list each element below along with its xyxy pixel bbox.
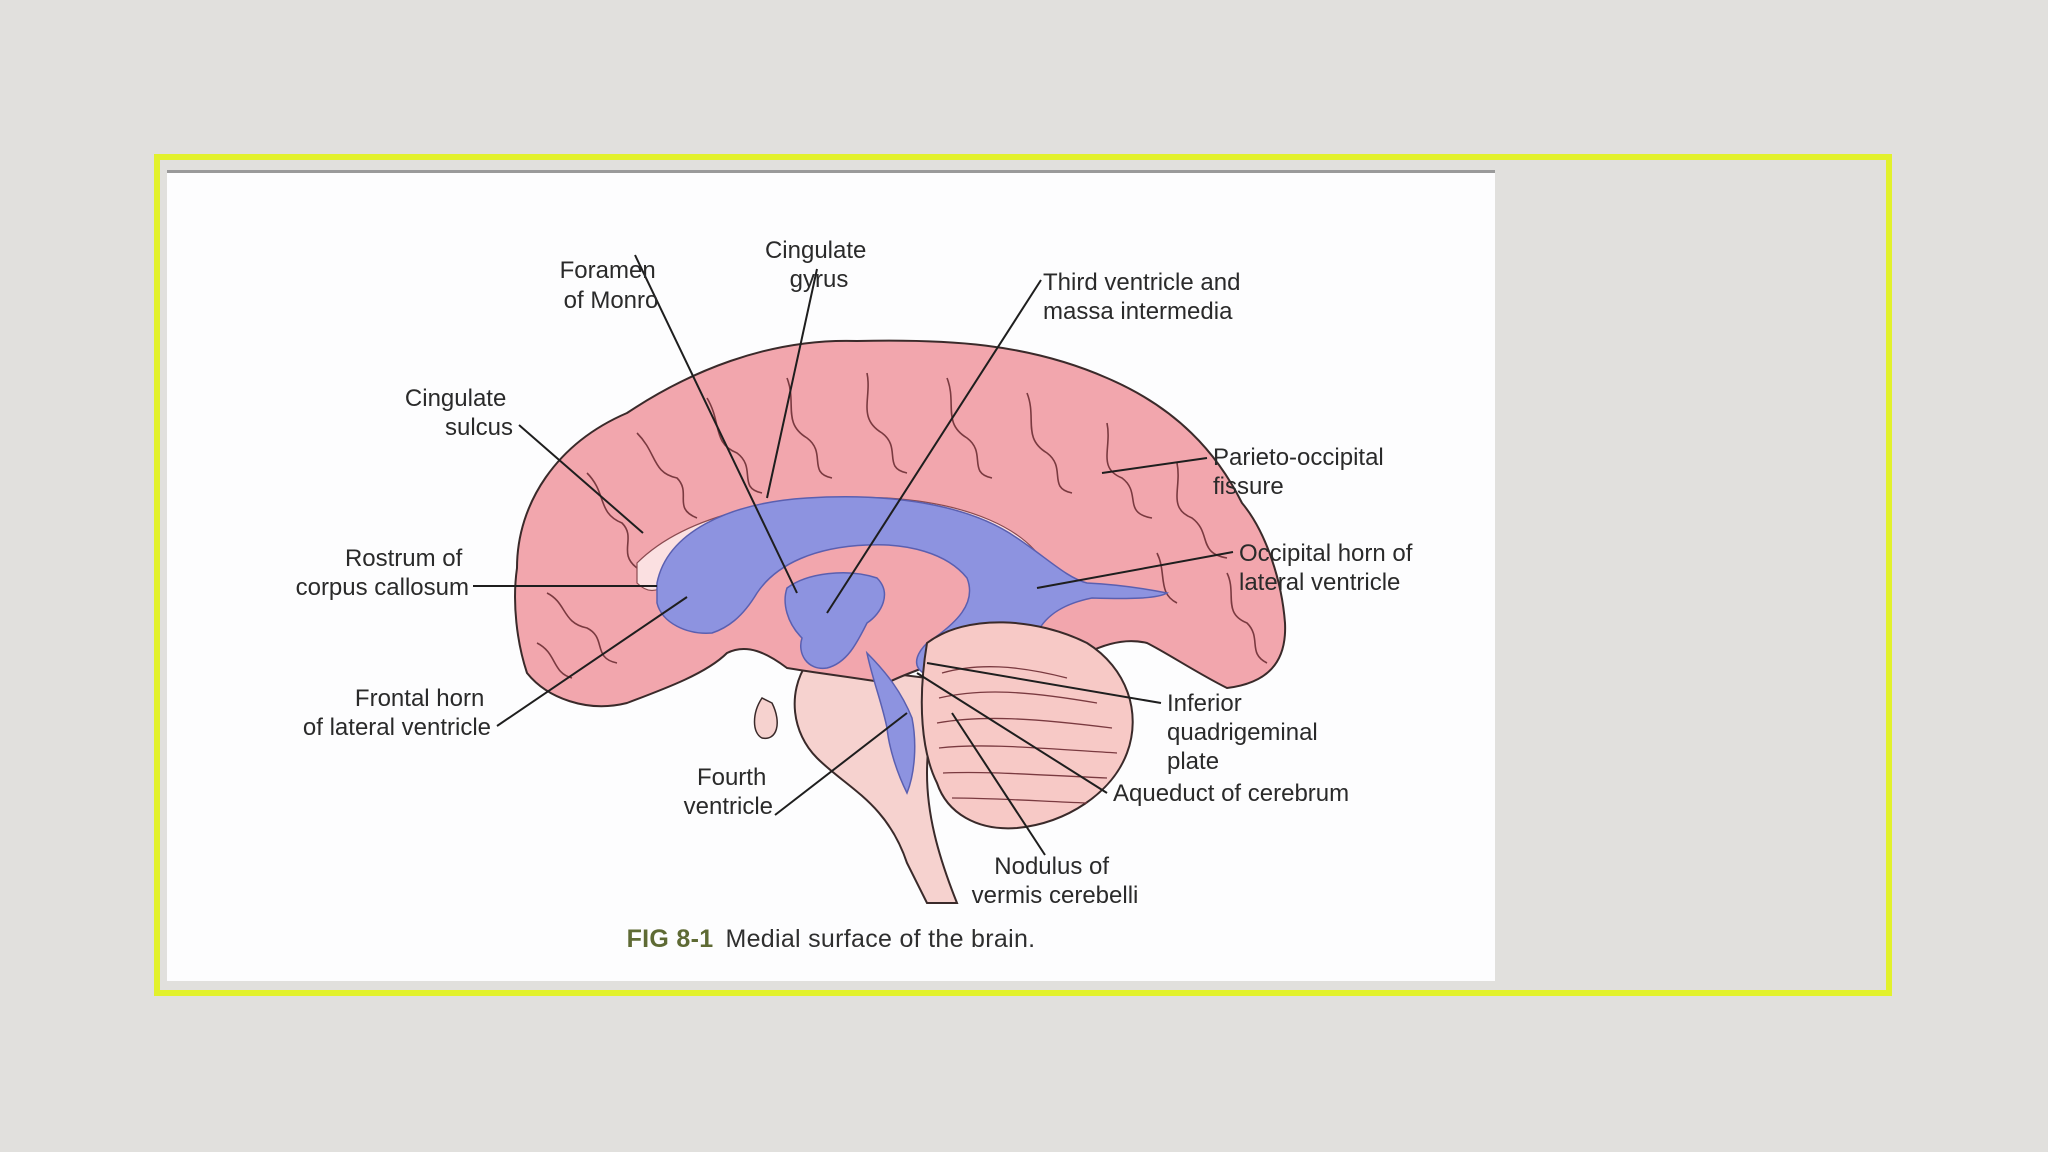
- leader-cingulate-gyrus: [766, 268, 818, 499]
- label-aqueduct: Aqueduct of cerebrum: [1113, 780, 1349, 807]
- leader-parieto-occipital: [1101, 457, 1208, 474]
- leader-foramen-monro: [634, 254, 798, 594]
- label-inferior-quadrigeminal: Inferior quadrigeminal plate: [1167, 690, 1324, 775]
- leader-fourth-ventricle: [774, 712, 908, 816]
- label-third-ventricle: Third ventricle and massa intermedia: [1043, 269, 1247, 325]
- cortex-gyri: [536, 372, 1268, 679]
- fourth-ventricle: [865, 650, 916, 795]
- leader-third-ventricle: [826, 279, 1042, 614]
- label-nodulus: Nodulus of vermis cerebelli: [972, 853, 1139, 909]
- label-rostrum: Rostrum of corpus callosum: [296, 545, 469, 601]
- pituitary: [753, 697, 778, 739]
- leader-frontal-horn: [496, 596, 688, 727]
- leader-nodulus: [951, 712, 1046, 856]
- figure-caption-text: Medial surface of the brain.: [725, 925, 1036, 953]
- label-frontal-horn: Frontal horn of lateral ventricle: [303, 685, 491, 741]
- leader-cingulate-sulcus: [518, 424, 644, 534]
- figure-number: FIG 8-1: [626, 925, 714, 953]
- figure-panel: Foramen of Monro Cingulate gyrus Third v…: [167, 170, 1495, 981]
- figure-caption: FIG 8-1 Medial surface of the brain.: [167, 925, 1495, 954]
- label-occipital-horn: Occipital horn of lateral ventricle: [1239, 540, 1419, 596]
- brain-diagram: Foramen of Monro Cingulate gyrus Third v…: [296, 237, 1419, 909]
- third-ventricle: [784, 572, 886, 669]
- label-cingulate-sulcus: Cingulate sulcus: [405, 385, 513, 441]
- label-foramen-monro: Foramen of Monro: [560, 257, 663, 314]
- leader-aqueduct: [916, 672, 1108, 794]
- cerebellum-folia: [936, 666, 1118, 804]
- leader-inferior-quadrigeminal: [926, 662, 1162, 704]
- leader-occipital-horn: [1036, 551, 1234, 589]
- label-fourth-ventricle: Fourth ventricle: [684, 764, 773, 820]
- label-parieto-occipital: Parieto-occipital fissure: [1213, 444, 1390, 500]
- label-cingulate-gyrus: Cingulate gyrus: [765, 237, 873, 293]
- highlight-frame: [154, 154, 1892, 996]
